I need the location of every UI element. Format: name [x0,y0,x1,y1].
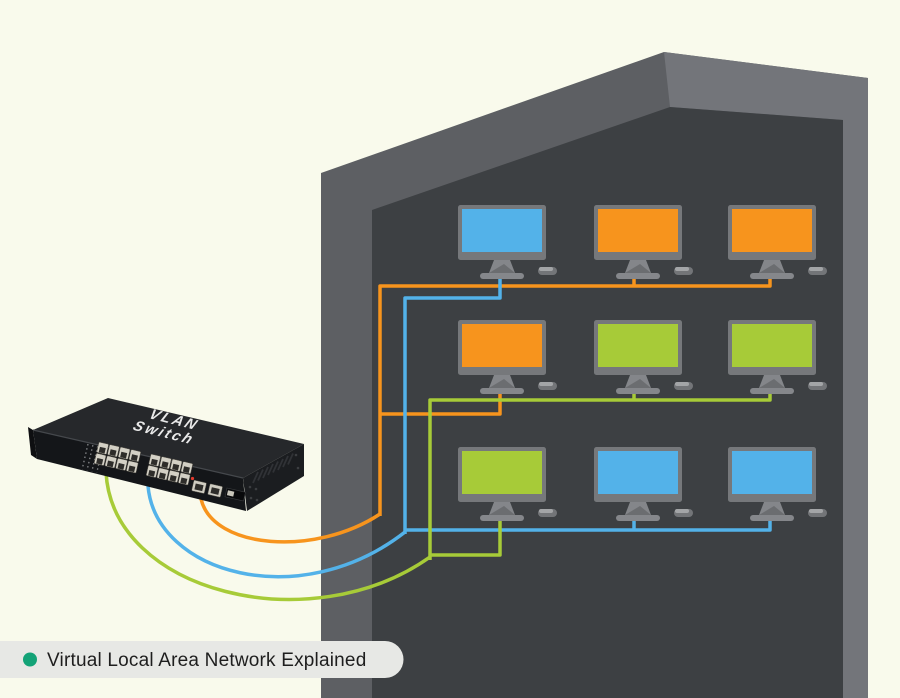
monitor-stand-shade [625,264,651,273]
monitor-stand-shade [625,506,651,515]
monitor-stand-shade [489,264,515,273]
orange-cable-switch-curve [199,498,381,544]
workstation-r1c1 [458,205,557,279]
monitor-screen [598,451,678,494]
mouse-highlight [675,267,689,271]
mouse-highlight [809,382,823,386]
mouse-highlight [675,509,689,513]
switch-left-end [28,427,37,459]
workstation-r1c2 [594,205,693,279]
monitor-base [616,273,660,279]
monitor-screen [598,209,678,252]
uplink-ports [191,479,223,498]
workstation-r1c3 [728,205,827,279]
building-inner-wall [372,107,843,698]
side-screws [248,453,300,502]
monitor-stand-shade [489,379,515,388]
side-vents [252,453,294,484]
monitor-stand-shade [759,264,785,273]
sfp-slot [224,487,246,502]
workstation-r3c3 [728,447,827,521]
monitor-base [616,515,660,521]
mouse-highlight [675,382,689,386]
blue-cable-switch-curve [146,485,407,579]
monitor-base [750,515,794,521]
status-led [190,476,195,481]
caption-pill [0,641,404,678]
workstation-r3c1 [458,447,557,521]
monitor-stand-shade [625,379,651,388]
rj45-port-group-2 [146,453,193,486]
monitor-screen [732,209,812,252]
monitor-screen [732,451,812,494]
monitor-stand-shade [759,379,785,388]
switch-top-face [33,398,304,478]
monitor-base [480,515,524,521]
mouse-highlight [809,267,823,271]
monitor-base [750,388,794,394]
workstation-r3c2 [594,447,693,521]
monitor-base [616,388,660,394]
mouse-highlight [539,509,553,513]
workstation-r2c2 [594,320,693,394]
monitor-screen [462,209,542,252]
green-cable-switch-curve [104,471,432,602]
rj45-port-group-1 [94,441,141,474]
mouse-highlight [809,509,823,513]
monitor-base [480,388,524,394]
monitor-screen [732,324,812,367]
monitor-screen [462,451,542,494]
monitors-grid [458,205,827,521]
green-cable-branch-r3c1 [430,513,502,557]
building-right-rim [664,52,868,698]
vlan-switch: VLAN Switch [28,398,304,511]
monitor-screen [462,324,542,367]
monitor-stand-shade [759,506,785,515]
blue-cable-trunk-r1c1 [403,266,502,534]
caption-text: Virtual Local Area Network Explained [47,650,366,671]
monitor-base [750,273,794,279]
caption-bullet-icon [23,652,37,667]
monitor-base [480,273,524,279]
workstation-r2c3 [728,320,827,394]
mouse-highlight [539,267,553,271]
monitor-stand-shade [489,506,515,515]
monitor-screen [598,324,678,367]
caption: Virtual Local Area Network Explained [0,641,404,678]
workstation-r2c1 [458,320,557,394]
mouse-highlight [539,382,553,386]
